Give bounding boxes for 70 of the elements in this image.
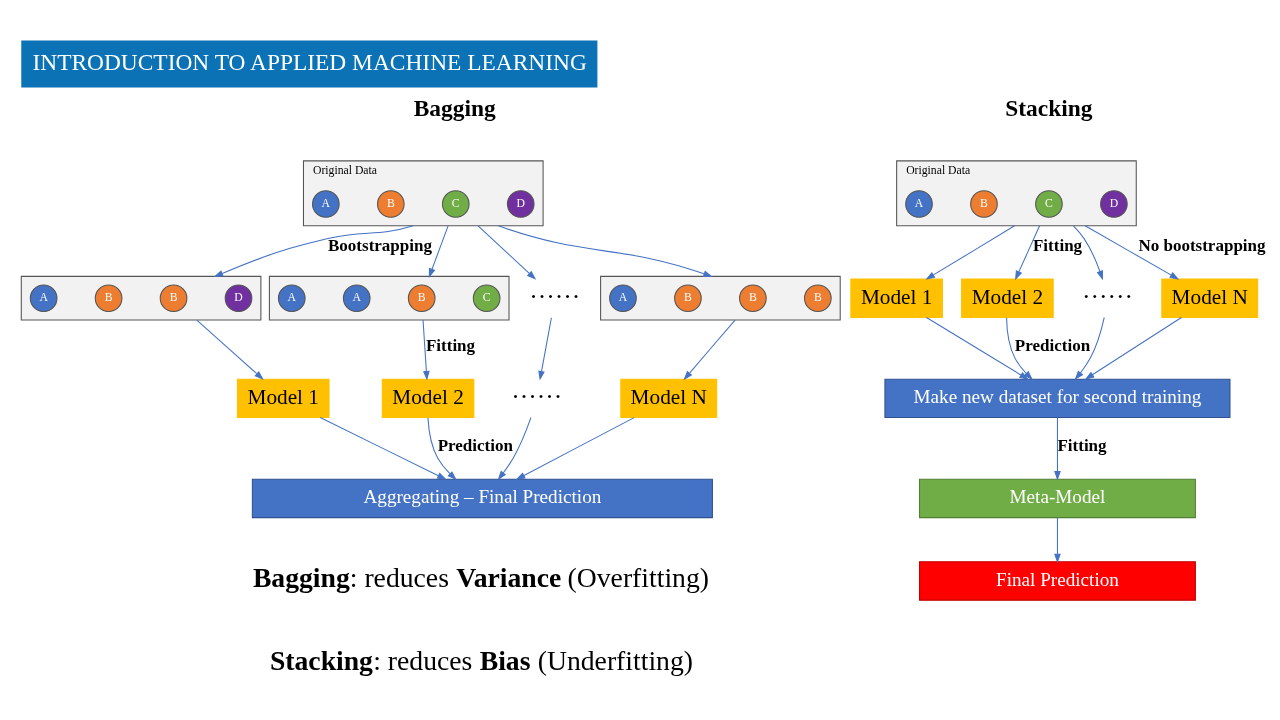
node-circle: A: [905, 190, 933, 218]
node-circle: C: [472, 284, 501, 313]
node-circle: B: [804, 284, 832, 313]
arrow: [926, 316, 1029, 380]
arrow: [213, 225, 414, 277]
arrow: [1054, 517, 1061, 564]
node-circle: B: [376, 190, 405, 218]
node-box: Model 1: [850, 278, 943, 318]
node-circle: A: [609, 284, 637, 313]
arrow: [497, 417, 532, 481]
edge-label: Fitting: [425, 336, 476, 356]
arrow: [538, 317, 552, 381]
diagram-title: INTRODUCTION TO APPLIED MACHINE LEARNING: [32, 48, 587, 75]
label: Stacking: [1005, 94, 1093, 121]
cluster: [600, 275, 841, 321]
cluster: [268, 275, 510, 321]
node-box: Model 1: [236, 378, 330, 419]
arrow: [477, 225, 537, 280]
node-text: ······: [1081, 281, 1134, 311]
edge-label: Prediction: [1014, 336, 1091, 356]
node-box: Make new dataset for second training: [884, 378, 1231, 419]
edge-label: Prediction: [437, 436, 513, 456]
node-circle: A: [277, 284, 306, 313]
cluster: [20, 275, 262, 321]
edge-label: Fitting: [1057, 436, 1107, 456]
node-circle: A: [312, 190, 340, 218]
arrow: [1072, 225, 1103, 281]
node-circle: C: [441, 190, 470, 218]
arrow: [1015, 225, 1041, 281]
node-box: Model 2: [961, 278, 1054, 318]
arrow: [515, 417, 635, 480]
node-circle: B: [94, 284, 123, 313]
node-circle: B: [407, 284, 436, 313]
node-box: Model N: [620, 378, 718, 419]
arrow: [1054, 417, 1061, 481]
arrow: [1074, 316, 1105, 381]
node-circle: D: [506, 190, 535, 218]
node-circle: B: [674, 284, 702, 313]
arrow: [925, 225, 1016, 280]
node-circle: B: [739, 284, 767, 313]
arrow: [196, 319, 264, 380]
node-box: Model 2: [381, 378, 475, 419]
arrow: [422, 319, 430, 381]
arrow: [428, 225, 449, 278]
arrow: [497, 225, 713, 277]
label: Bagging: reduces Variance (Overfitting): [252, 561, 709, 593]
arrow: [1084, 225, 1180, 280]
node-text: ······: [511, 381, 563, 411]
arrow: [427, 417, 457, 481]
edge-label: Bootstrapping: [327, 236, 432, 256]
arrow: [1006, 317, 1033, 380]
node-circle: B: [159, 284, 188, 313]
node-box: Meta-Model: [919, 478, 1196, 519]
arrow: [319, 417, 447, 480]
node-circle: D: [1100, 190, 1128, 218]
edge-label: No bootstrapping: [1138, 236, 1266, 256]
node-circle: A: [342, 284, 371, 313]
label: Bagging: [413, 94, 496, 121]
arrow: [1084, 316, 1182, 380]
node-box: Aggregating – Final Prediction: [251, 478, 713, 519]
node-box: Model N: [1161, 278, 1259, 318]
node-box: Final Prediction: [919, 561, 1196, 601]
node-text: ······: [529, 281, 581, 311]
node-circle: B: [970, 190, 998, 218]
node-circle: A: [29, 284, 58, 313]
arrow: [683, 319, 736, 381]
label: Stacking: reduces Bias (Underfitting): [269, 644, 693, 676]
node-circle: C: [1035, 190, 1063, 218]
edge-label: Fitting: [1032, 236, 1083, 256]
node-circle: D: [224, 284, 253, 313]
